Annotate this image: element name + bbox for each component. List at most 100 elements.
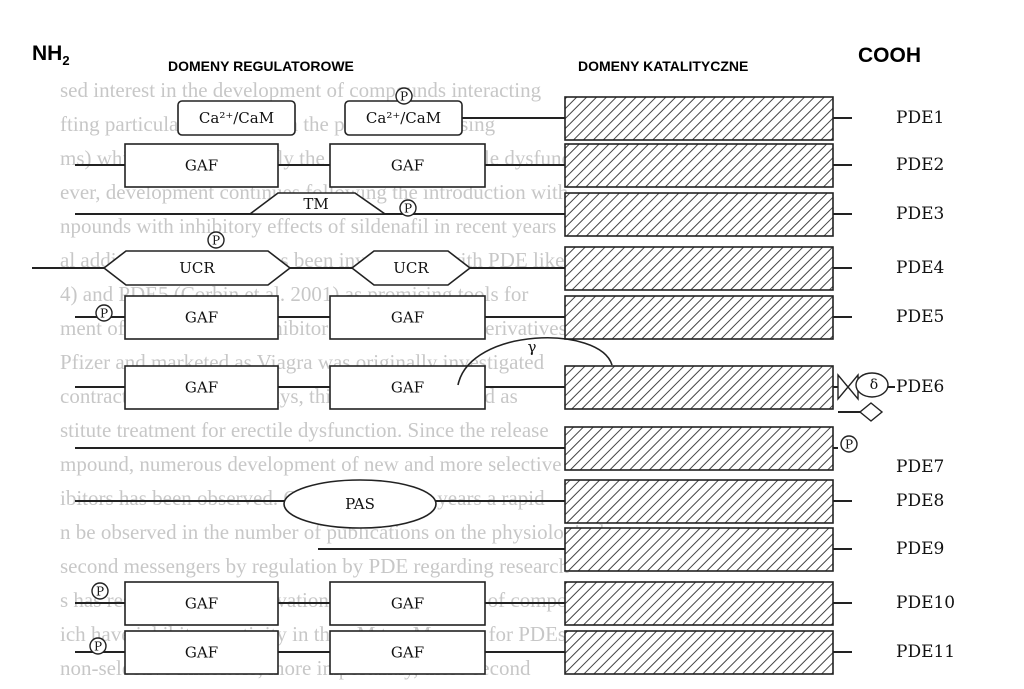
phospho-letter: P (400, 90, 408, 104)
catalytic-domain (564, 96, 834, 141)
pas-domain (283, 479, 437, 529)
pde-label: PDE2 (896, 155, 944, 175)
pde-label: PDE9 (896, 539, 944, 559)
gaf-domain-label: GAF (391, 644, 424, 662)
pde-row-pde8: PAS PDE8 (75, 479, 944, 529)
pas-domain-label: PAS (345, 495, 375, 513)
gaf-domain (329, 581, 486, 626)
catalytic-domain (564, 581, 834, 626)
delta-subunit-label: δ (870, 377, 878, 393)
phospho-letter: P (212, 234, 220, 248)
phospho-letter: P (96, 585, 104, 599)
phospho-icon: P (95, 304, 113, 322)
pde-label: PDE3 (896, 204, 944, 224)
phospho-icon: P (840, 435, 858, 453)
gaf-domain (124, 630, 279, 675)
calmodulin-binding-domain-label: Ca²⁺/CaM (366, 109, 441, 127)
catalytic-domain (564, 479, 834, 524)
phospho-icon: P (399, 199, 417, 217)
gaf-domain-label: GAF (391, 157, 424, 175)
gaf-domain (124, 581, 279, 626)
phospho-circle (840, 435, 858, 453)
phospho-circle (89, 637, 107, 655)
pde-label: PDE7 (896, 457, 944, 477)
pde-row-pde4: UCR UCR P PDE4 (32, 231, 944, 291)
pde-label: PDE6 (896, 377, 944, 397)
phospho-letter: P (845, 438, 853, 452)
background-text-line: sed interest in the development of compo… (60, 78, 542, 102)
gaf-domain (329, 365, 486, 410)
pde-row-pde9: PDE9 (318, 527, 944, 572)
gaf-domain (124, 365, 279, 410)
gaf-domain-label: GAF (185, 309, 218, 327)
pde-label: PDE10 (896, 593, 955, 613)
phospho-icon: P (89, 637, 107, 655)
pde-label: PDE5 (896, 307, 944, 327)
catalytic-domains-heading: DOMENY KATALITYCZNE (578, 58, 749, 74)
catalytic-domain (564, 143, 834, 188)
phospho-circle (95, 304, 113, 322)
pde-row-pde2: GAF GAF PDE2 (75, 143, 944, 188)
phospho-icon: P (395, 87, 413, 105)
pde-row-pde3: TM P PDE3 (75, 192, 944, 237)
gaf-domain-label: GAF (391, 379, 424, 397)
phospho-letter: P (404, 202, 412, 216)
phospho-circle (399, 199, 417, 217)
ucr-domain (102, 250, 292, 286)
calmodulin-binding-domain-label: Ca²⁺/CaM (199, 109, 274, 127)
phospho-letter: P (94, 640, 102, 654)
gaf-domain-label: GAF (185, 644, 218, 662)
ucr-domain-label: UCR (393, 259, 429, 277)
pde-row-pde1: Ca²⁺/CaM Ca²⁺/CaM P PDE1 (177, 87, 944, 141)
catalytic-domain (564, 365, 834, 410)
phospho-icon: P (207, 231, 225, 249)
gaf-domain (124, 295, 279, 340)
pde-label: PDE11 (896, 642, 955, 662)
catalytic-domain (564, 426, 834, 471)
ucr-domain (350, 250, 472, 286)
catalytic-domain (564, 630, 834, 675)
catalytic-domain (564, 295, 834, 340)
phospho-circle (395, 87, 413, 105)
phospho-circle (207, 231, 225, 249)
nh2-terminus-label: NH2 (32, 42, 70, 68)
pde-label: PDE4 (896, 258, 944, 278)
gaf-domain-label: GAF (185, 157, 218, 175)
nh2-text: NH (32, 42, 63, 65)
background-text-line: second messengers by regulation by PDE r… (60, 554, 570, 578)
gaf-domain-label: GAF (391, 309, 424, 327)
transmembrane-domain-label: TM (303, 195, 328, 213)
calmodulin-binding-domain (177, 100, 296, 136)
ucr-domain-label: UCR (179, 259, 215, 277)
transmembrane-domain (247, 192, 388, 215)
catalytic-domain (564, 246, 834, 291)
diamond-marker (858, 402, 884, 422)
pde-label: PDE8 (896, 491, 944, 511)
gamma-subunit-arc (457, 336, 613, 386)
background-text-line: stitute treatment for erectile dysfuncti… (60, 418, 549, 442)
phospho-letter: P (100, 307, 108, 321)
gaf-domain-label: GAF (185, 379, 218, 397)
catalytic-domain (564, 192, 834, 237)
catalytic-domain (564, 527, 834, 572)
pde-row-pde5: GAF GAF P PDE5 (75, 295, 944, 340)
gaf-domain-label: GAF (391, 595, 424, 613)
nh2-subscript: 2 (62, 53, 70, 69)
bowtie-left (837, 373, 849, 401)
background-text-line: npounds with inhibitory effects of silde… (60, 214, 557, 238)
phospho-icon: P (91, 582, 109, 600)
gaf-domain-label: GAF (185, 595, 218, 613)
cooh-terminus-label: COOH (858, 44, 921, 67)
background-text-line: mpound, numerous development of new and … (60, 452, 562, 476)
pde-label: PDE1 (896, 108, 944, 128)
phospho-circle (91, 582, 109, 600)
gaf-domain (124, 143, 279, 188)
regulatory-domains-heading: DOMENY REGULATOROWE (168, 58, 354, 74)
delta-subunit (855, 372, 889, 398)
gaf-domain (329, 295, 486, 340)
pde-row-pde10: GAF GAF P PDE10 (75, 581, 955, 626)
pde-row-pde7: P PDE7 (75, 426, 944, 477)
pde-row-pde11: GAF GAF P PDE11 (75, 630, 955, 675)
